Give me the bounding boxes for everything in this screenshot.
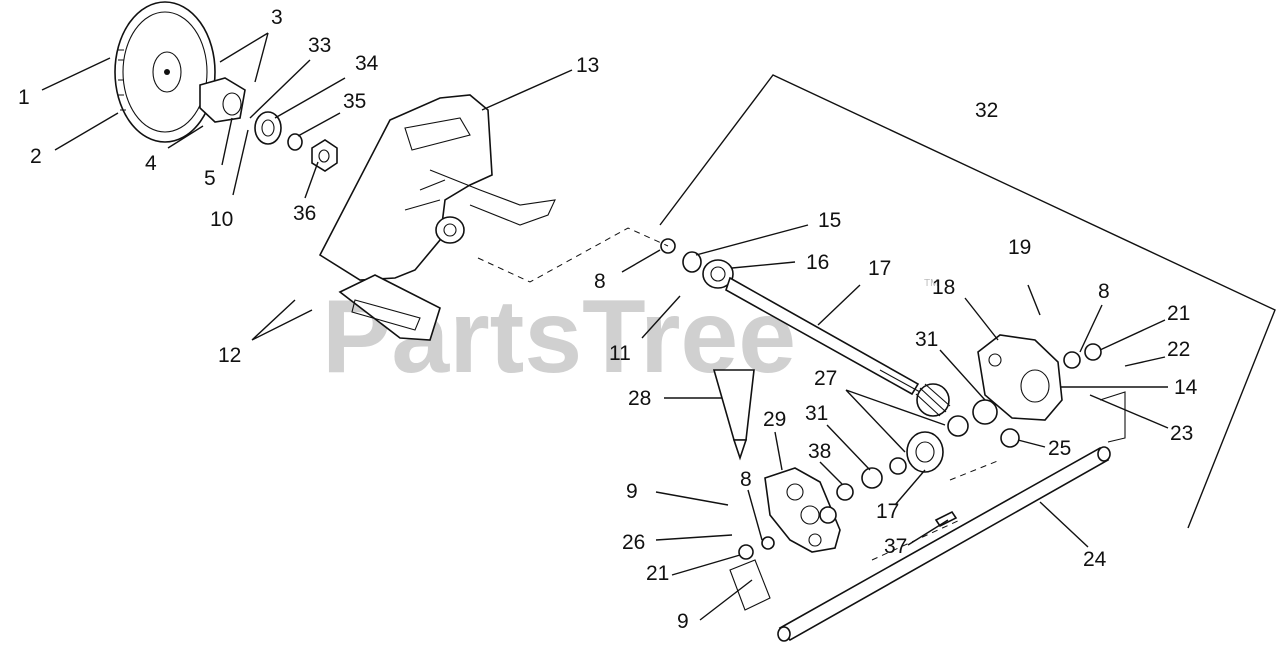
callout-36: 36: [293, 202, 316, 225]
callout-1: 1: [18, 86, 30, 109]
washer-part: [287, 133, 303, 151]
callout-8a: 8: [594, 270, 606, 293]
callout-23: 23: [1170, 422, 1193, 445]
callout-31b: 31: [805, 402, 828, 425]
watermark-trademark: TM: [924, 278, 938, 289]
callout-29: 29: [763, 408, 786, 431]
callout-22: 22: [1167, 338, 1190, 361]
leader-lines: [41, 32, 1169, 621]
callout-37: 37: [884, 535, 907, 558]
callout-18: 18: [932, 276, 955, 299]
callout-17b: 17: [876, 500, 899, 523]
callout-28: 28: [628, 387, 651, 410]
callout-2: 2: [30, 145, 42, 168]
callout-35: 35: [343, 90, 366, 113]
hub-adapter-part: [199, 77, 246, 123]
washer-21-part: [1063, 343, 1102, 369]
axle-part: [777, 446, 1111, 642]
callout-13: 13: [576, 54, 599, 77]
key-part: [934, 510, 958, 528]
callout-24: 24: [1083, 548, 1107, 571]
bottom-washer-part: [738, 536, 775, 560]
callout-33: 33: [308, 34, 331, 57]
callout-38: 38: [808, 440, 831, 463]
callout-8c: 8: [740, 468, 752, 491]
callout-9a: 9: [626, 480, 638, 503]
alignment-lines: [477, 227, 1126, 611]
callout-34: 34: [355, 52, 379, 75]
callout-4: 4: [145, 152, 157, 175]
callout-21b: 21: [646, 562, 669, 585]
callout-21a: 21: [1167, 302, 1190, 325]
callout-26: 26: [622, 531, 645, 554]
callout-12: 12: [218, 344, 241, 367]
drive-shaft-part: [725, 276, 921, 396]
grease-tube-part: [712, 369, 755, 461]
callout-5: 5: [204, 167, 216, 190]
bushing-part: [682, 251, 734, 289]
gear-housing-part: [977, 334, 1063, 421]
lower-gear-housing-part: [764, 467, 841, 553]
callout-11: 11: [609, 342, 631, 365]
callout-14: 14: [1174, 376, 1198, 399]
assembly-32-bracket: [659, 74, 1276, 529]
bearing-part: [254, 111, 282, 145]
callout-10: 10: [210, 208, 233, 231]
callout-9b: 9: [677, 610, 689, 633]
worm-gear-part: [915, 383, 969, 437]
callout-32: 32: [975, 99, 998, 122]
callout-8b: 8: [1098, 280, 1110, 303]
callout-3: 3: [271, 6, 283, 29]
callout-27: 27: [814, 367, 837, 390]
callout-15: 15: [818, 209, 841, 232]
gear-17-part: [906, 431, 944, 473]
callout-labels: 1 2 3 4 5 10 33 34 35 36 13 12 32 15 16 …: [18, 6, 1198, 633]
washers-38-31-part: [819, 457, 907, 524]
callout-31a: 31: [915, 328, 938, 351]
gear-case-cover-part: [318, 94, 556, 341]
wheel-part: [114, 1, 216, 143]
callout-25: 25: [1048, 437, 1071, 460]
callout-19: 19: [1008, 236, 1031, 259]
callout-16: 16: [806, 251, 829, 274]
callout-17a: 17: [868, 257, 891, 280]
